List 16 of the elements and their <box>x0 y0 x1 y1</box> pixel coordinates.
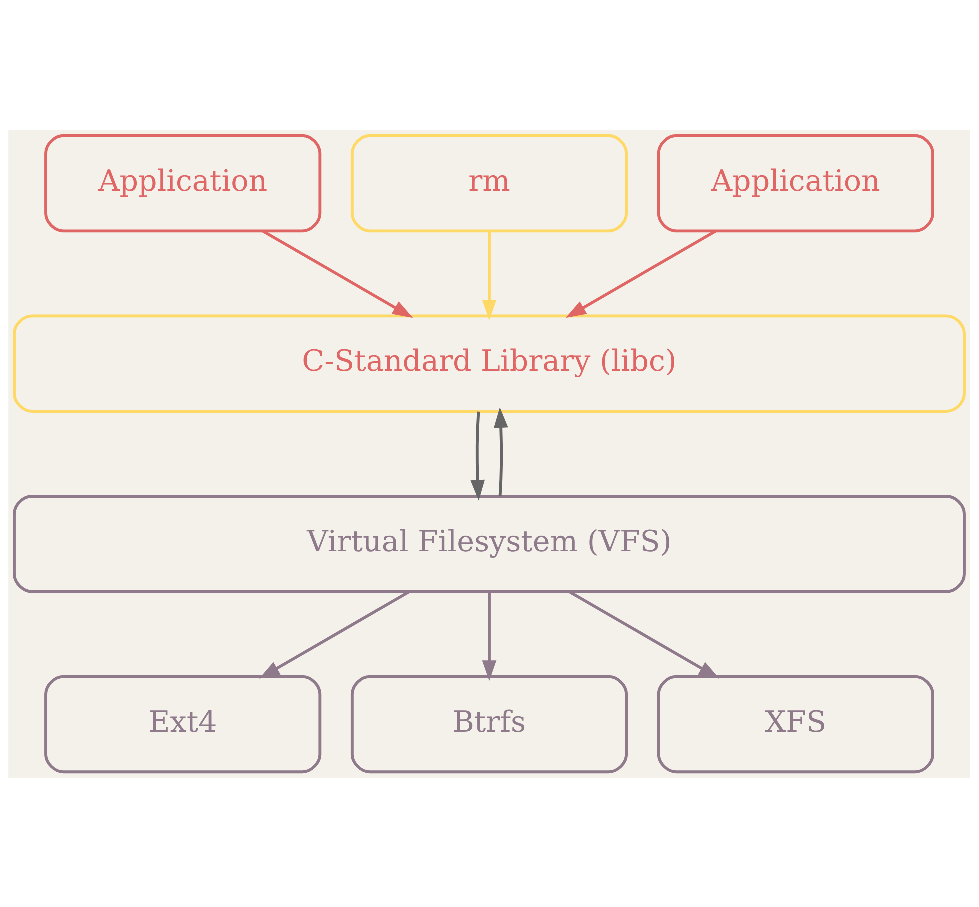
arrow <box>470 411 486 500</box>
arrow <box>259 590 410 678</box>
arrow <box>568 590 720 678</box>
node-box: Application <box>657 134 934 232</box>
node-box: Virtual Filesystem (VFS) <box>13 494 966 593</box>
arrow <box>482 592 497 681</box>
node-box: XFS <box>657 674 934 774</box>
node-box: Btrfs <box>350 674 628 774</box>
arrow <box>262 230 414 318</box>
arrow <box>494 406 508 496</box>
node-box: Ext4 <box>44 674 322 774</box>
node-box: Application <box>44 134 322 232</box>
arrow <box>566 230 717 318</box>
node-box: C-Standard Library (libc) <box>13 314 966 412</box>
node-box: rm <box>350 134 628 232</box>
arrow <box>482 231 497 320</box>
